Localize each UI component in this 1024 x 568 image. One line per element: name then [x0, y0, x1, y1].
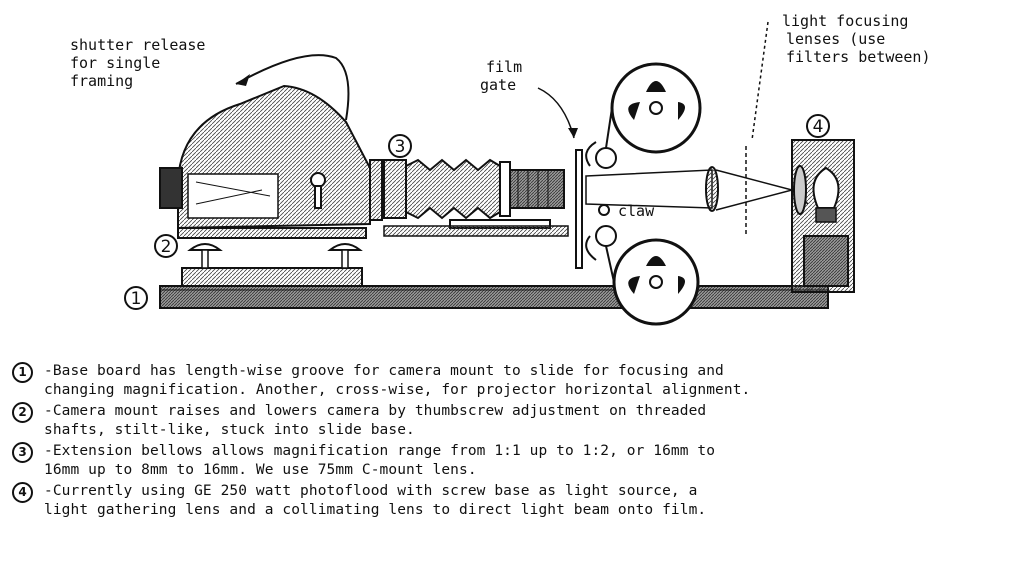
- marker-4: 4: [806, 114, 830, 138]
- marker-4-number: 4: [813, 117, 824, 137]
- marker-3-number: 3: [395, 137, 406, 157]
- film-gate: [575, 141, 617, 269]
- slide-base: [181, 267, 363, 287]
- focusing-lens: [705, 166, 719, 212]
- note-4-badge: 4: [12, 482, 33, 503]
- label-gate-line1: film: [486, 58, 522, 76]
- gate-arrow-head: [568, 128, 578, 138]
- note-1-text: -Base board has length-wise groove for c…: [44, 363, 751, 398]
- note-2-badge: 2: [12, 402, 33, 423]
- label-gate-line2: gate: [480, 76, 516, 94]
- marker-1-number: 1: [131, 289, 142, 309]
- claw-pin: [598, 204, 610, 216]
- label-lenses-line2: lenses (use: [786, 30, 885, 48]
- marker-2: 2: [154, 234, 178, 258]
- note-3-text: -Extension bellows allows magnification …: [44, 443, 716, 478]
- label-shutter-line2: for single: [70, 54, 160, 72]
- note-1-badge: 1: [12, 362, 33, 383]
- note-3-badge: 3: [12, 442, 33, 463]
- notes-list: 1 -Base board has length-wise groove for…: [10, 362, 1020, 522]
- extension-bellows: [383, 158, 569, 237]
- supply-reel: [605, 62, 702, 154]
- note-3: 3 -Extension bellows allows magnificatio…: [10, 442, 1020, 480]
- base-board: [159, 285, 829, 309]
- apparatus-diagram: shutter release for single framing film …: [70, 12, 931, 326]
- label-shutter-line3: framing: [70, 72, 133, 90]
- note-2: 2 -Camera mount raises and lowers camera…: [10, 402, 1020, 440]
- gate-arrow: [537, 87, 575, 139]
- lenses-pointer: [751, 21, 769, 141]
- label-claw: claw: [618, 202, 655, 220]
- note-2-text: -Camera mount raises and lowers camera b…: [44, 403, 707, 438]
- note-4: 4 -Currently using GE 250 watt photofloo…: [10, 482, 1020, 520]
- camera-body: [159, 84, 383, 230]
- label-lenses-line3: filters between): [786, 48, 931, 66]
- note-4-text: -Currently using GE 250 watt photoflood …: [44, 483, 707, 518]
- marker-3: 3: [388, 134, 412, 158]
- marker-1: 1: [124, 286, 148, 310]
- label-lenses-line1: light focusing: [782, 12, 908, 30]
- marker-2-number: 2: [161, 237, 172, 257]
- shutter-cable: [235, 54, 350, 121]
- shutter-cable-arrow: [236, 74, 250, 86]
- camera-mount: [177, 227, 367, 269]
- lamp-housing: [791, 139, 855, 293]
- light-beam: [585, 146, 809, 236]
- note-1: 1 -Base board has length-wise groove for…: [10, 362, 1020, 400]
- takeup-reel: [605, 238, 700, 326]
- label-shutter-line1: shutter release: [70, 36, 205, 54]
